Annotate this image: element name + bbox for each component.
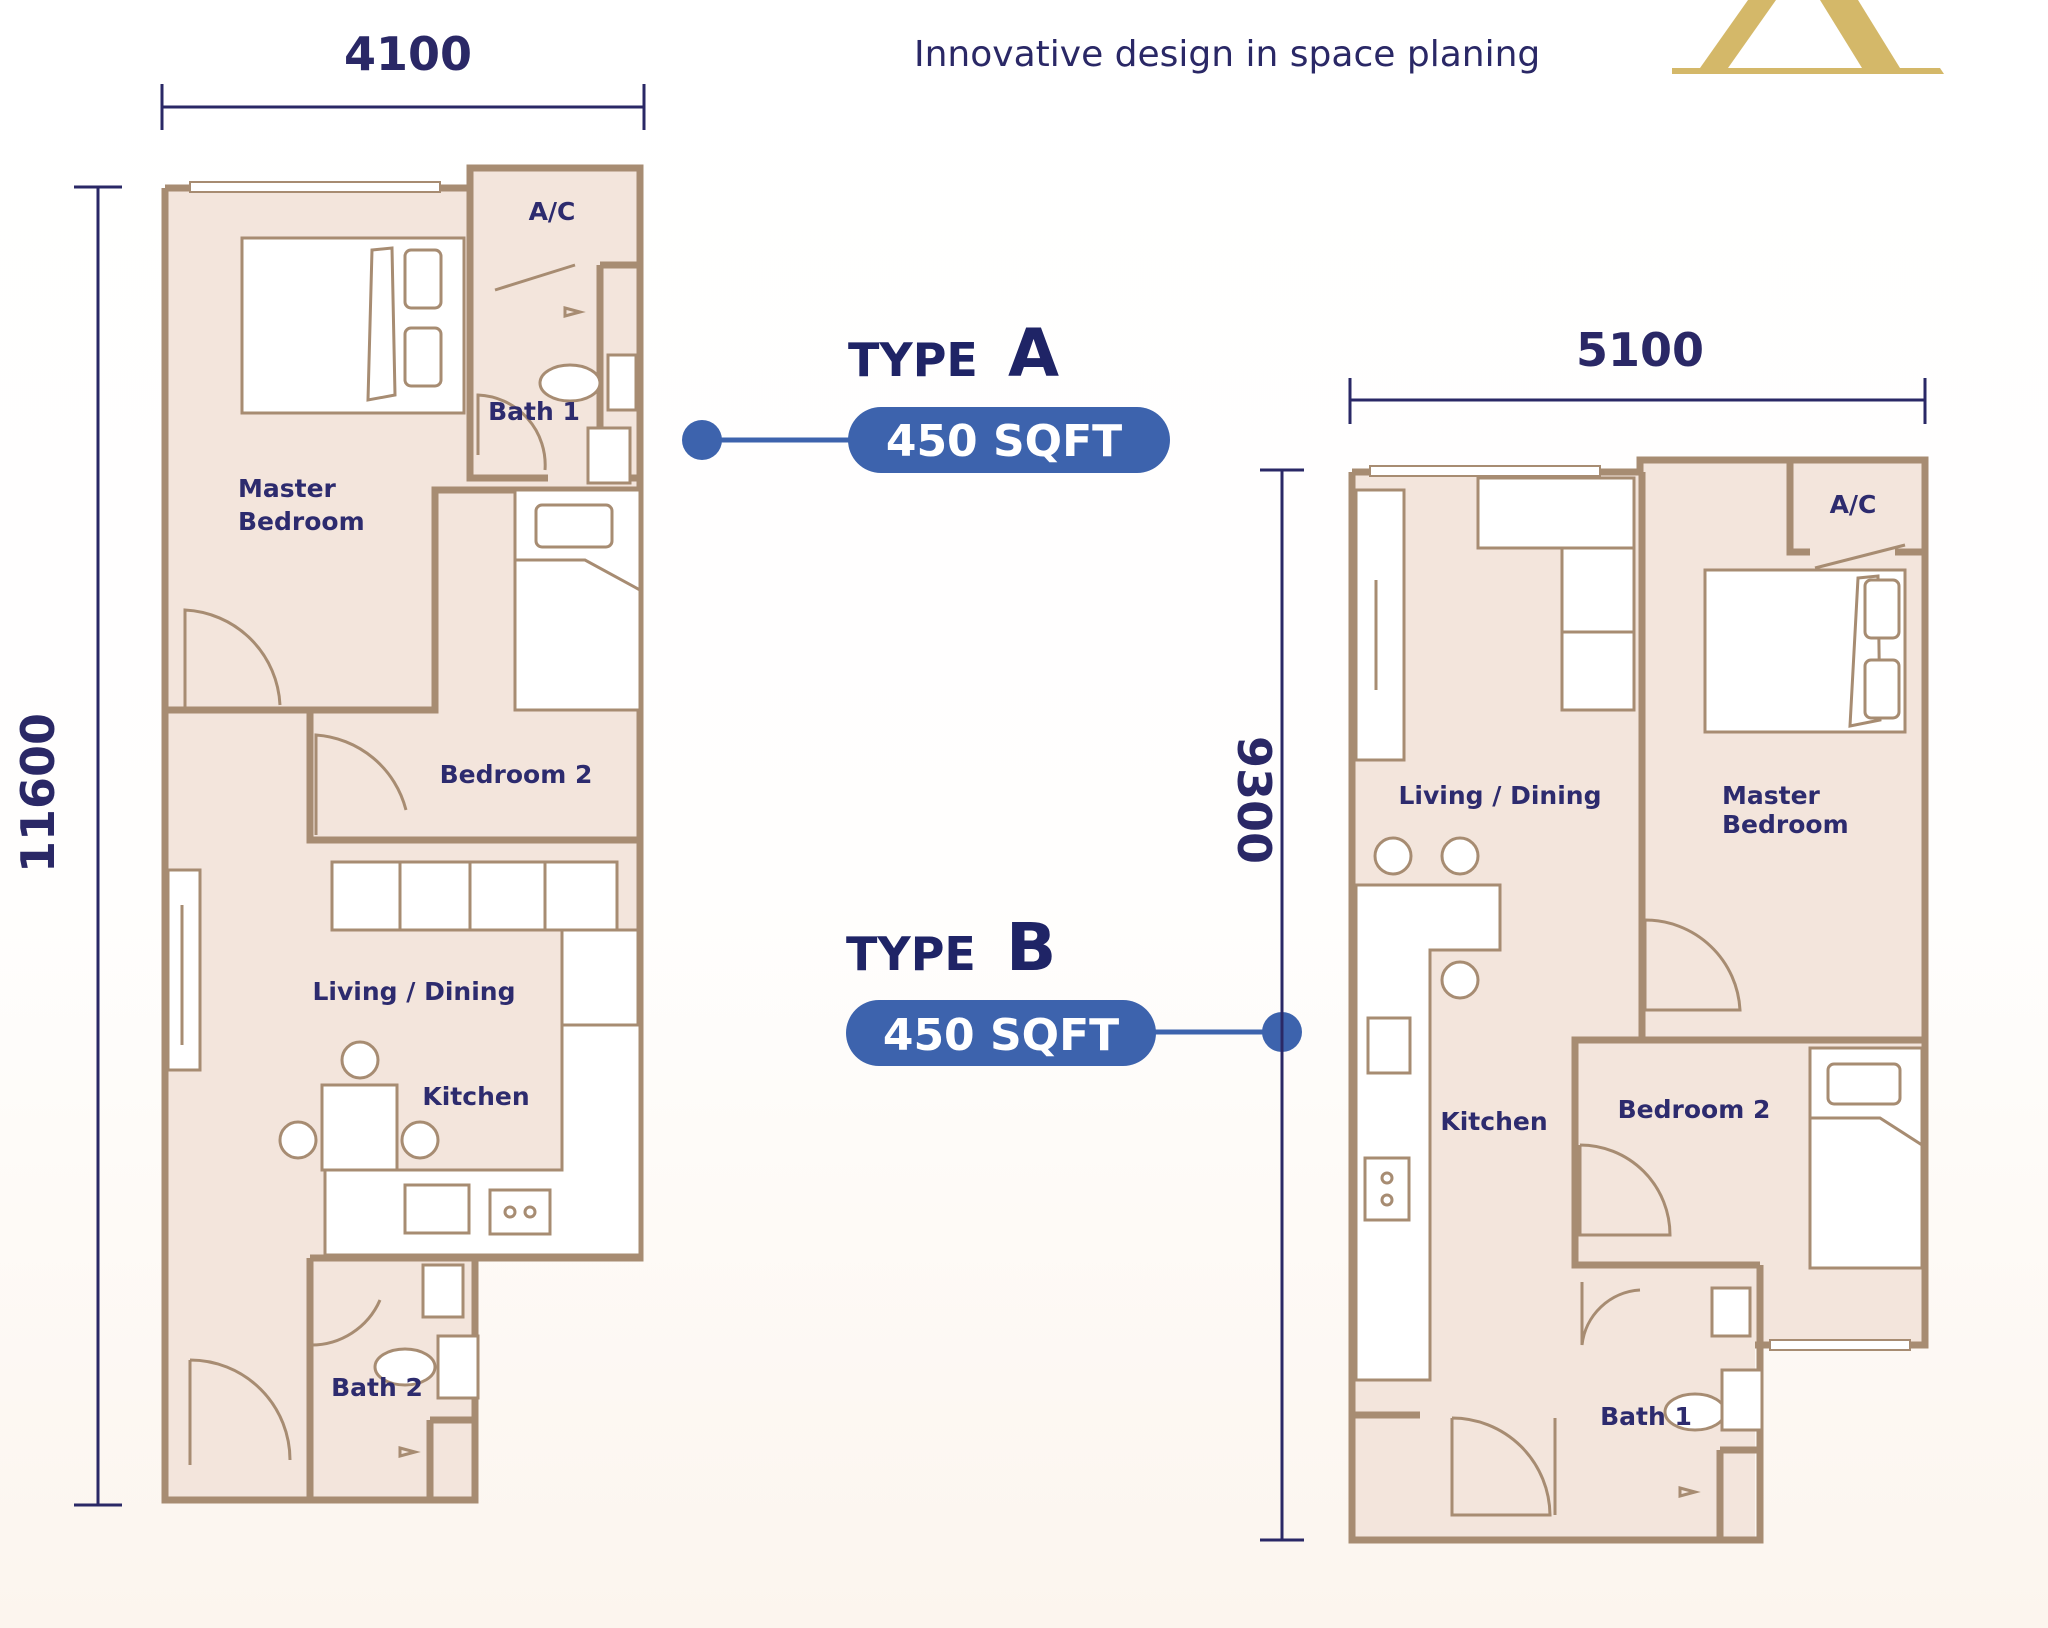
type-b-depth-dimension: 9300 [1227,468,1304,1542]
type-a-width-dimension: 4100 [160,27,646,130]
logo-left-stroke [1700,0,1776,68]
type-b-room-ac: A/C [1830,490,1877,519]
type-b-room-living: Living / Dining [1399,781,1602,810]
type-a-room-master-line1: Master [238,474,337,503]
type-a-room-master-line2: Bedroom [238,507,365,536]
type-b-depth-label: 9300 [1227,736,1281,864]
type-b-type-word: TYPE [846,927,976,981]
type-a-area-badge [848,407,1170,473]
type-b-room-master-line2: Bedroom [1722,810,1849,839]
type-b-room-bath1: Bath 1 [1600,1402,1692,1431]
type-a-width-label: 4100 [344,27,472,81]
type-b-callout: 450 SQFT TYPE B [846,909,1302,1066]
type-a-floor-plan: A/C Bath 1 Master Bedroom Bedroom 2 Livi… [161,164,644,1504]
type-a-type-word: TYPE [848,333,978,387]
type-a-room-ac: A/C [529,197,576,226]
logo-underline [1672,68,1944,74]
type-b-room-master-line1: Master [1722,781,1821,810]
type-a-depth-dimension: 11600 [11,185,122,1507]
type-a-room-bath2: Bath 2 [331,1373,423,1402]
type-a-room-bath1: Bath 1 [488,397,580,426]
type-b-area-badge [846,1000,1156,1066]
type-a-connector-dot [682,420,722,460]
tagline: Innovative design in space planing [914,34,1540,75]
type-b-room-bedroom2: Bedroom 2 [1618,1095,1771,1124]
type-b-type-letter: B [1006,909,1056,986]
type-a-depth-label: 11600 [11,713,65,873]
type-a-area-label: 450 SQFT [886,416,1122,467]
logo-right-stroke [1820,0,1900,68]
type-a-callout: 450 SQFT TYPE A [682,315,1170,473]
type-b-room-kitchen: Kitchen [1440,1107,1547,1136]
type-b-width-label: 5100 [1576,323,1704,377]
type-b-floor-plan: A/C Living / Dining Master Bedroom Kitch… [1348,456,1929,1544]
type-a-room-living: Living / Dining [313,977,516,1006]
type-a-type-letter: A [1008,315,1059,392]
brand-logo: A [1672,0,1944,74]
type-a-room-kitchen: Kitchen [422,1082,529,1111]
type-b-area-label: 450 SQFT [883,1010,1119,1061]
type-b-width-dimension: 5100 [1348,323,1927,424]
type-a-room-bedroom2: Bedroom 2 [440,760,593,789]
